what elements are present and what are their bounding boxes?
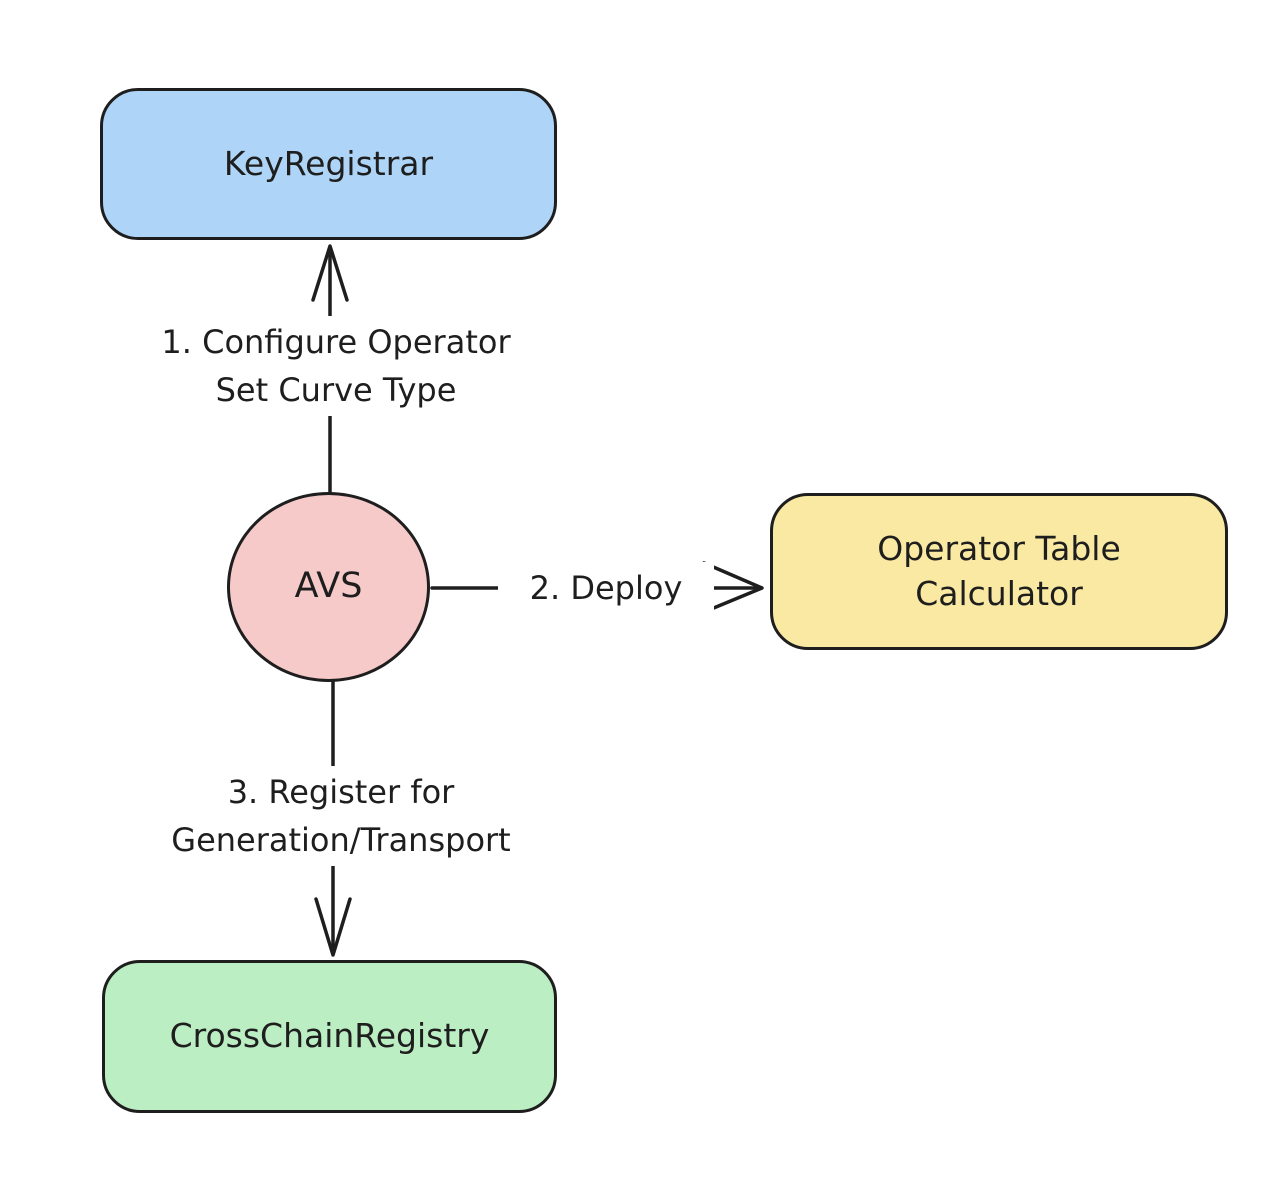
edge-label-register-line1: 3. Register for — [227, 773, 455, 811]
edge-configure-arrowhead-icon — [311, 244, 349, 302]
edge-label-configure-operator-set-curve-type: 1. Configure Operator Set Curve Type — [98, 316, 574, 416]
edge-register-arrowhead-icon — [314, 897, 352, 957]
node-key-registrar: KeyRegistrar — [100, 88, 557, 240]
edge-deploy-arrowhead-icon — [702, 561, 764, 614]
edge-label-register-line2: Generation/Transport — [171, 821, 511, 859]
node-operator-table-calculator: Operator Table Calculator — [770, 493, 1228, 650]
node-cross-chain-registry-label: CrossChainRegistry — [169, 1016, 490, 1056]
edge-label-register-for-generation-transport: 3. Register for Generation/Transport — [98, 766, 584, 866]
node-key-registrar-label: KeyRegistrar — [223, 143, 434, 183]
node-operator-table-calculator-label-line1: Operator Table — [877, 528, 1121, 568]
node-avs: AVS — [227, 492, 430, 682]
node-operator-table-calculator-label-line2: Calculator — [915, 573, 1083, 613]
edge-label-configure-line1: 1. Configure Operator — [161, 323, 511, 361]
edge-label-deploy: 2. Deploy — [498, 562, 714, 614]
edge-label-configure-line2: Set Curve Type — [215, 371, 457, 409]
node-cross-chain-registry: CrossChainRegistry — [102, 960, 557, 1113]
edge-label-deploy-text: 2. Deploy — [529, 569, 683, 607]
node-avs-label: AVS — [294, 566, 363, 607]
